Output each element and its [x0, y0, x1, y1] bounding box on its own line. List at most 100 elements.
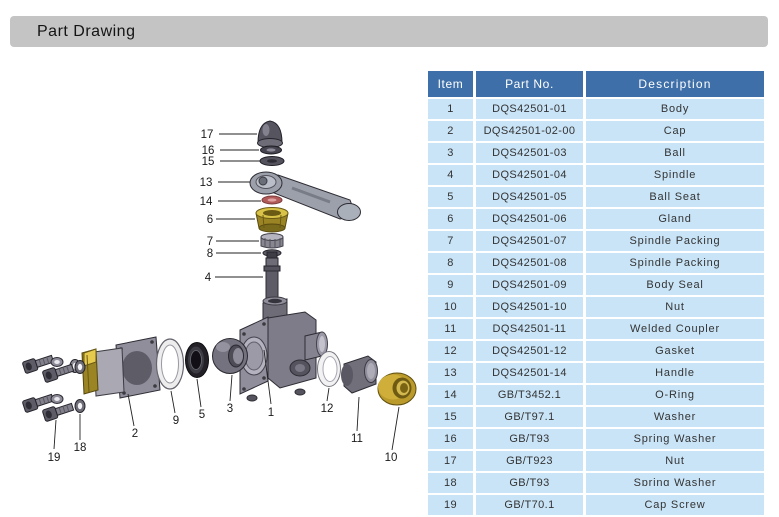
callout-label-19: 19: [48, 452, 61, 464]
cell-part-no: DQS42501-07: [473, 231, 583, 251]
cell-item: 16: [428, 429, 473, 449]
callout-label-12: 12: [321, 403, 334, 415]
cell-item: 12: [428, 341, 473, 361]
cell-item: 14: [428, 385, 473, 405]
table-row: 11 DQS42501-11 Welded Coupler: [428, 319, 764, 339]
column-header-item: Item: [428, 71, 473, 97]
callout-label-16: 16: [202, 145, 215, 157]
table-row: 5 DQS42501-05 Ball Seat: [428, 187, 764, 207]
cell-item: 19: [428, 495, 473, 515]
cell-description: Handle: [583, 363, 764, 383]
parts-table: Item Part No. Description 1 DQS42501-01 …: [428, 69, 764, 517]
cell-description: Spring Washer: [583, 429, 764, 449]
cell-description: Cap Screw: [583, 495, 764, 515]
cell-description: Gland: [583, 209, 764, 229]
cell-item: 15: [428, 407, 473, 427]
table-row: 19 GB/T70.1 Cap Screw: [428, 495, 764, 515]
callout-label-10: 10: [385, 452, 398, 464]
column-header-description: Description: [583, 71, 764, 97]
cell-description: Spindle: [583, 165, 764, 185]
table-header-row: Item Part No. Description: [428, 71, 764, 97]
leader-lines: [53, 133, 400, 451]
cell-description: Spindle Packing: [583, 253, 764, 273]
cell-description: Ball: [583, 143, 764, 163]
callout-label-8: 8: [207, 248, 213, 260]
cell-part-no: DQS42501-08: [473, 253, 583, 273]
part-nut: [377, 372, 417, 406]
cell-part-no: DQS42501-09: [473, 275, 583, 295]
table-bottom-edge: [428, 486, 764, 491]
callout-label-4: 4: [205, 272, 212, 284]
callout-label-5: 5: [199, 409, 205, 421]
cell-item: 13: [428, 363, 473, 383]
cell-item: 2: [428, 121, 473, 141]
table-row: 4 DQS42501-04 Spindle: [428, 165, 764, 185]
cell-item: 1: [428, 99, 473, 119]
cell-item: 9: [428, 275, 473, 295]
cell-item: 5: [428, 187, 473, 207]
callout-label-2: 2: [132, 428, 138, 440]
cell-description: Ball Seat: [583, 187, 764, 207]
callout-labels: 17 16 15 13 14 6 7 8 4 19 18 2 9 5 3 1 1…: [48, 129, 398, 464]
table-row: 7 DQS42501-07 Spindle Packing: [428, 231, 764, 251]
part-gland: [255, 207, 289, 233]
cell-part-no: DQS42501-12: [473, 341, 583, 361]
page-title-bar: Part Drawing: [10, 16, 768, 47]
cell-description: Nut: [583, 451, 764, 471]
table-row: 9 DQS42501-09 Body Seal: [428, 275, 764, 295]
column-header-part-no: Part No.: [473, 71, 583, 97]
cell-item: 3: [428, 143, 473, 163]
part-ball: [212, 338, 248, 374]
table-row: 6 DQS42501-06 Gland: [428, 209, 764, 229]
table-row: 16 GB/T93 Spring Washer: [428, 429, 764, 449]
callout-label-1: 1: [268, 407, 274, 419]
cell-item: 4: [428, 165, 473, 185]
part-body: [239, 296, 328, 402]
part-welded-coupler: [341, 355, 378, 394]
cell-description: Body: [583, 99, 764, 119]
part-gasket: [317, 351, 341, 387]
part-body-seal: [155, 338, 185, 390]
table-row: 1 DQS42501-01 Body: [428, 99, 764, 119]
callout-label-11: 11: [351, 433, 363, 445]
cell-description: O-Ring: [583, 385, 764, 405]
callout-label-17: 17: [201, 129, 214, 141]
cell-part-no: DQS42501-14: [473, 363, 583, 383]
cell-part-no: GB/T70.1: [473, 495, 583, 515]
part-spring-washer-top: [260, 145, 282, 155]
callout-label-15: 15: [202, 156, 215, 168]
table-row: 17 GB/T923 Nut: [428, 451, 764, 471]
part-ball-seat: [185, 342, 209, 378]
cell-part-no: DQS42501-02-00: [473, 121, 583, 141]
cell-part-no: DQS42501-10: [473, 297, 583, 317]
table-row: 14 GB/T3452.1 O-Ring: [428, 385, 764, 405]
cell-part-no: DQS42501-01: [473, 99, 583, 119]
callout-label-18: 18: [74, 442, 87, 454]
cell-description: Cap: [583, 121, 764, 141]
cell-item: 11: [428, 319, 473, 339]
cell-description: Washer: [583, 407, 764, 427]
part-washer-top: [259, 156, 285, 166]
cell-part-no: GB/T923: [473, 451, 583, 471]
table-row: 10 DQS42501-10 Nut: [428, 297, 764, 317]
cell-part-no: GB/T3452.1: [473, 385, 583, 405]
part-handle: [249, 171, 361, 221]
callout-label-14: 14: [200, 196, 213, 208]
part-cap-screws: [21, 352, 75, 423]
table-row: 8 DQS42501-08 Spindle Packing: [428, 253, 764, 273]
table-row: 15 GB/T97.1 Washer: [428, 407, 764, 427]
cell-part-no: DQS42501-05: [473, 187, 583, 207]
cell-part-no: DQS42501-06: [473, 209, 583, 229]
callout-label-6: 6: [207, 214, 213, 226]
part-cap: [69, 336, 161, 399]
table-row: 2 DQS42501-02-00 Cap: [428, 121, 764, 141]
cell-description: Body Seal: [583, 275, 764, 295]
cell-description: Welded Coupler: [583, 319, 764, 339]
cell-part-no: GB/T97.1: [473, 407, 583, 427]
callout-label-13: 13: [200, 177, 213, 189]
cell-part-no: DQS42501-03: [473, 143, 583, 163]
callout-label-3: 3: [227, 403, 233, 415]
cell-part-no: DQS42501-04: [473, 165, 583, 185]
cell-item: 6: [428, 209, 473, 229]
cell-item: 8: [428, 253, 473, 273]
